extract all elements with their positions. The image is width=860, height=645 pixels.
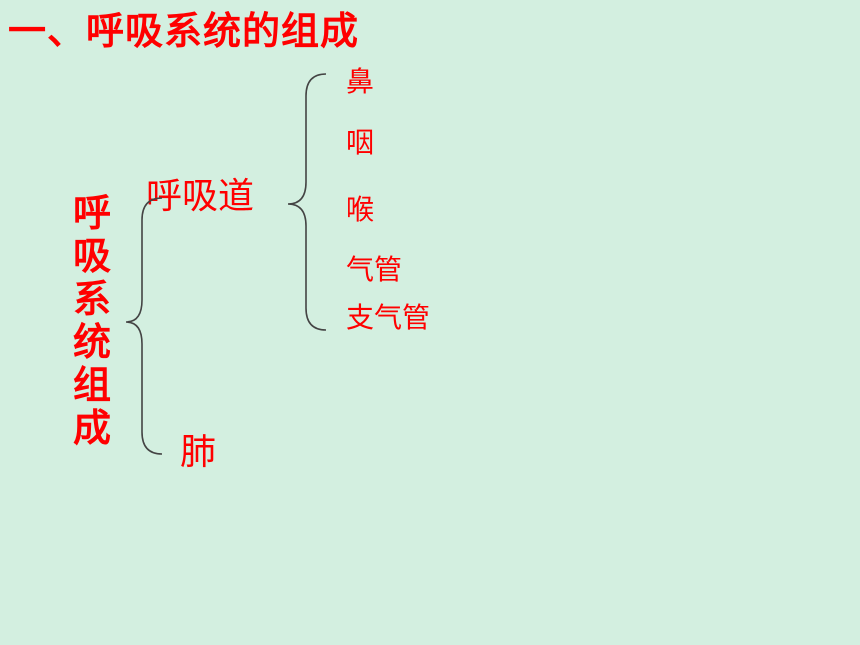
leaf-bronchi: 支气管 — [346, 301, 431, 334]
branch-label-lung: 肺 — [180, 432, 217, 473]
leaf-trachea: 气管 — [346, 253, 403, 286]
leaf-pharynx: 咽 — [346, 126, 375, 159]
slide-title: 一、呼吸系统的组成 — [8, 9, 360, 53]
branch-label-airway: 呼吸道 — [146, 176, 255, 217]
root-brace — [125, 197, 163, 455]
leaf-nose: 鼻 — [346, 65, 375, 98]
root-label: 呼吸系统组成 — [72, 191, 111, 450]
airway-brace — [287, 73, 327, 331]
leaf-larynx: 喉 — [346, 193, 375, 226]
